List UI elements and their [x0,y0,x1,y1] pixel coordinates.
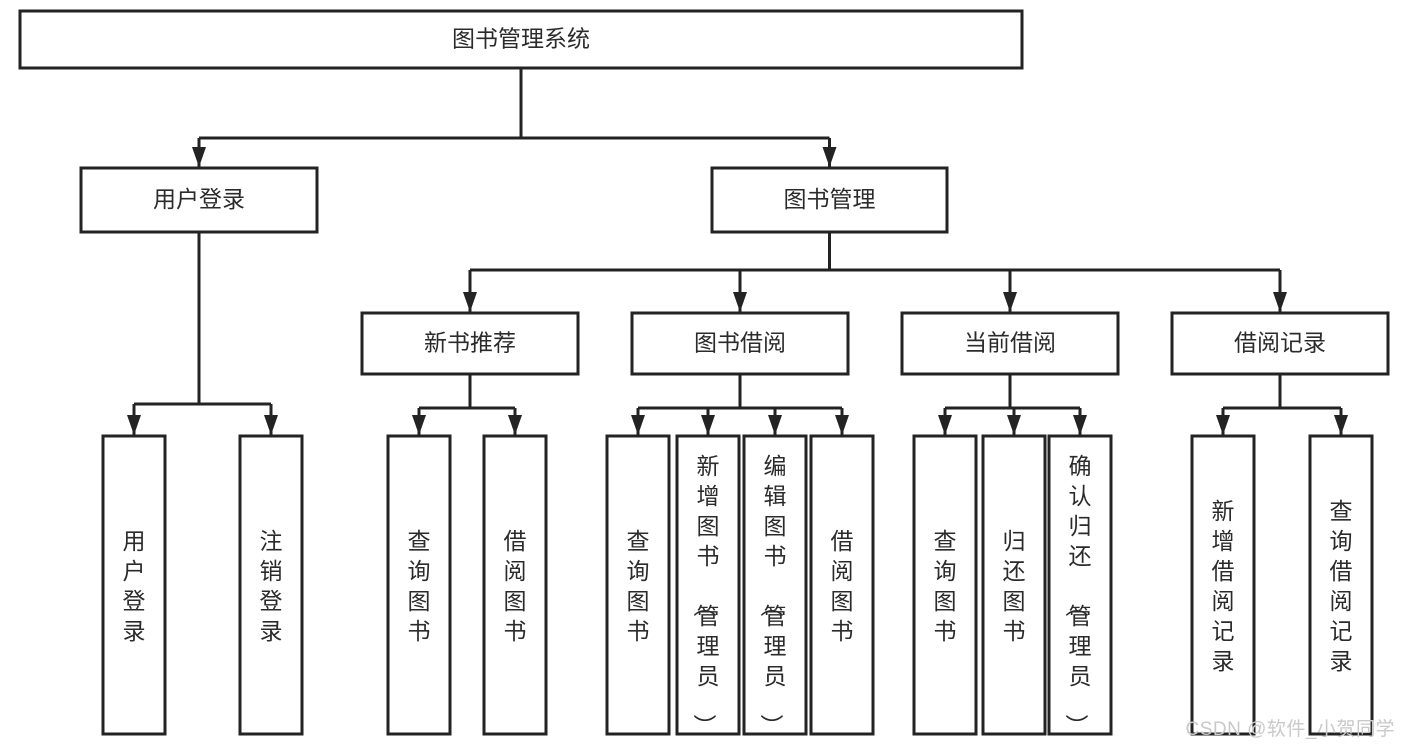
node-box-book-management[interactable] [710,166,949,234]
node-leaf-user-login[interactable]: 用户登录 [101,434,167,736]
node-layer: 图书管理系统用户登录图书管理新书推荐图书借阅当前借阅借阅记录用户登录注销登录查询… [18,9,1390,737]
node-label-leaf-query-book-recommend: 查询图书 [408,528,431,644]
node-box-leaf-confirm-return-admin[interactable] [1047,434,1113,736]
node-book-management[interactable]: 图书管理 [710,166,949,234]
node-label-current-borrow: 当前借阅 [964,330,1056,356]
node-current-borrow[interactable]: 当前借阅 [900,311,1120,376]
arrow-head-icon-leaf-borrow-book-recommend [508,415,522,435]
node-box-leaf-query-book-recommend[interactable] [386,434,452,736]
arrow-head-icon-leaf-edit-book-admin [768,415,782,435]
node-box-leaf-query-book-borrow[interactable] [605,434,671,736]
node-book-borrow[interactable]: 图书借阅 [630,311,850,376]
node-box-leaf-query-book-current[interactable] [912,434,978,736]
node-box-leaf-borrow-book[interactable] [809,434,875,736]
node-leaf-query-book-current[interactable]: 查询图书 [912,434,978,736]
arrow-head-icon-leaf-query-book-recommend [412,415,426,435]
node-box-leaf-query-borrow-record[interactable] [1308,434,1374,736]
node-leaf-add-book-admin[interactable]: 新增图书（管理员） [675,434,741,737]
arrow-head-icon-leaf-add-borrow-record [1216,415,1230,435]
node-label-leaf-query-book-borrow: 查询图书 [627,528,650,644]
node-box-current-borrow[interactable] [900,311,1120,376]
node-leaf-borrow-book-recommend[interactable]: 借阅图书 [482,434,548,736]
node-leaf-return-book[interactable]: 归还图书 [981,434,1047,736]
node-label-borrow-record: 借阅记录 [1234,330,1326,356]
node-label-leaf-return-book: 归还图书 [1003,528,1026,644]
node-leaf-borrow-book[interactable]: 借阅图书 [809,434,875,736]
arrow-head-icon-book-management [822,147,837,167]
arrow-head-icon-leaf-borrow-book [835,415,849,435]
node-label-leaf-edit-book-admin: 编辑图书（管理员） [759,453,787,737]
node-label-leaf-query-borrow-record: 查询借阅记录 [1330,498,1353,674]
arrow-head-icon-borrow-record [1273,292,1287,312]
node-label-leaf-borrow-book: 借阅图书 [831,528,854,644]
arrow-head-icon-leaf-query-book-current [938,415,952,435]
arrow-head-icon-leaf-return-book [1007,415,1021,435]
node-label-leaf-add-book-admin: 新增图书（管理员） [692,453,720,737]
connector-layer [127,68,1348,435]
node-box-leaf-user-login[interactable] [101,434,167,736]
arrow-head-icon-leaf-add-book-admin [701,415,715,435]
node-label-leaf-confirm-return-admin: 确认归还（管理员） [1064,453,1092,737]
node-label-leaf-add-borrow-record: 新增借阅记录 [1212,498,1235,674]
node-box-root[interactable] [18,9,1024,70]
node-box-borrow-record[interactable] [1170,311,1390,376]
node-box-leaf-borrow-book-recommend[interactable] [482,434,548,736]
arrow-head-icon-leaf-query-borrow-record [1334,415,1348,435]
node-leaf-query-borrow-record[interactable]: 查询借阅记录 [1308,434,1374,736]
arrow-head-icon-leaf-user-login [127,415,141,435]
arrow-head-icon-leaf-logout-login [264,415,278,435]
node-label-user-login: 用户登录 [153,186,245,212]
node-label-leaf-query-book-current: 查询图书 [934,528,957,644]
node-new-book-recommend[interactable]: 新书推荐 [360,311,580,376]
node-box-user-login[interactable] [79,166,319,234]
node-leaf-add-borrow-record[interactable]: 新增借阅记录 [1190,434,1256,736]
node-leaf-edit-book-admin[interactable]: 编辑图书（管理员） [742,434,808,737]
node-box-leaf-add-borrow-record[interactable] [1190,434,1256,736]
arrow-head-icon-current-borrow [1003,292,1017,312]
arrow-head-icon-leaf-query-book-borrow [631,415,645,435]
node-label-new-book-recommend: 新书推荐 [424,330,516,356]
node-box-leaf-return-book[interactable] [981,434,1047,736]
node-box-leaf-add-book-admin[interactable] [675,434,741,736]
node-label-leaf-user-login: 用户登录 [123,528,146,644]
csdn-watermark: CSDN @软件_小贺同学 [1185,719,1395,740]
node-leaf-logout-login[interactable]: 注销登录 [238,434,304,736]
node-leaf-query-book-borrow[interactable]: 查询图书 [605,434,671,736]
node-root[interactable]: 图书管理系统 [18,9,1024,70]
node-user-login[interactable]: 用户登录 [79,166,319,234]
node-label-book-management: 图书管理 [784,186,876,212]
arrow-head-icon-new-book-recommend [463,292,477,312]
node-label-book-borrow: 图书借阅 [694,330,786,356]
node-borrow-record[interactable]: 借阅记录 [1170,311,1390,376]
arrow-head-icon-book-borrow [733,292,747,312]
node-label-root: 图书管理系统 [452,26,590,52]
node-box-leaf-logout-login[interactable] [238,434,304,736]
arrow-head-icon-leaf-confirm-return-admin [1073,415,1087,435]
node-box-new-book-recommend[interactable] [360,311,580,376]
arrow-head-icon-user-login [192,147,206,167]
node-leaf-confirm-return-admin[interactable]: 确认归还（管理员） [1047,434,1113,737]
node-label-leaf-logout-login: 注销登录 [260,528,283,644]
node-box-leaf-edit-book-admin[interactable] [742,434,808,736]
node-leaf-query-book-recommend[interactable]: 查询图书 [386,434,452,736]
node-label-leaf-borrow-book-recommend: 借阅图书 [504,528,527,644]
node-box-book-borrow[interactable] [630,311,850,376]
